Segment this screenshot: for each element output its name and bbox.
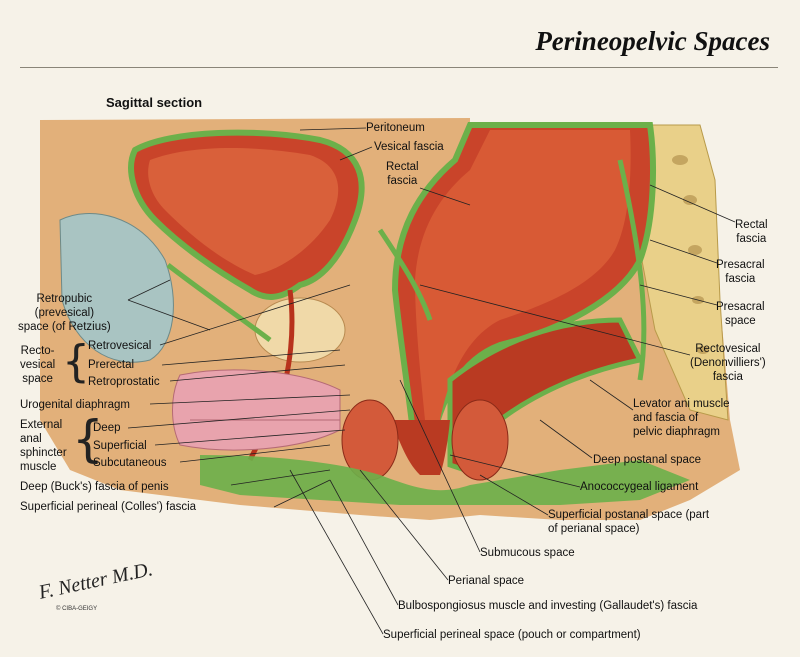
label-presacral-fascia: Presacral fascia [716,259,765,285]
label-levator-ani: Levator ani muscle and fascia of pelvic … [633,398,730,438]
label-peritoneum: Peritoneum [366,122,425,134]
label-prerectal: Prerectal [88,359,135,371]
label-rectal-fascia-top: Rectal fascia [386,161,419,187]
page-title: Perineopelvic Spaces [535,26,770,56]
label-anococcygeal-ligament: Anococcygeal ligament [580,481,699,493]
label-external-anal-sphincter: External anal sphincter muscle [20,419,67,473]
label-presacral-space: Presacral space [716,301,765,327]
label-rectal-fascia-right: Rectal fascia [735,219,768,245]
rectovesical-brace: { [62,336,90,387]
label-retroprostatic: Retroprostatic [88,376,160,388]
bulb [172,369,341,451]
copyright-note: © CIBA-GEIGY [56,606,98,612]
label-vesical-fascia: Vesical fascia [374,141,444,153]
label-superficial: Superficial [93,440,147,452]
anal-canal [390,420,450,475]
label-submucous-space: Submucous space [480,547,575,559]
label-deep-bucks-fascia: Deep (Buck's) fascia of penis [20,481,169,493]
perineal-body [200,455,690,505]
prostate [254,297,346,363]
label-urogenital-diaphragm: Urogenital diaphragm [20,399,130,411]
title-rule [20,67,778,68]
sphincter-brace: { [72,410,104,468]
section-subtitle: Sagittal section [106,95,203,110]
label-subcutaneous: Subcutaneous [93,457,167,469]
label-deep-postanal-space: Deep postanal space [593,454,702,466]
label-perianal-space: Perianal space [448,575,525,587]
label-rectovesical-fascia: Rectovesical (Denonvilliers') fascia [690,343,766,383]
label-retropubic-space: Retropubic (prevesical) space (of Retziu… [18,293,111,333]
label-deep: Deep [93,422,121,434]
label-rectovesical-space: Recto- vesical space [20,345,56,385]
label-bulbospongiosus: Bulbospongiosus muscle and investing (Ga… [398,600,698,612]
sphincter-muscles [341,399,509,481]
label-superficial-perineal-space: Superficial perineal space (pouch or com… [383,629,641,641]
label-superficial-postanal-space: Superficial postanal space (part of peri… [548,509,710,535]
pubic-bone [59,213,174,363]
label-colles-fascia: Superficial perineal (Colles') fascia [20,501,197,513]
label-retrovesical: Retrovesical [88,340,152,352]
